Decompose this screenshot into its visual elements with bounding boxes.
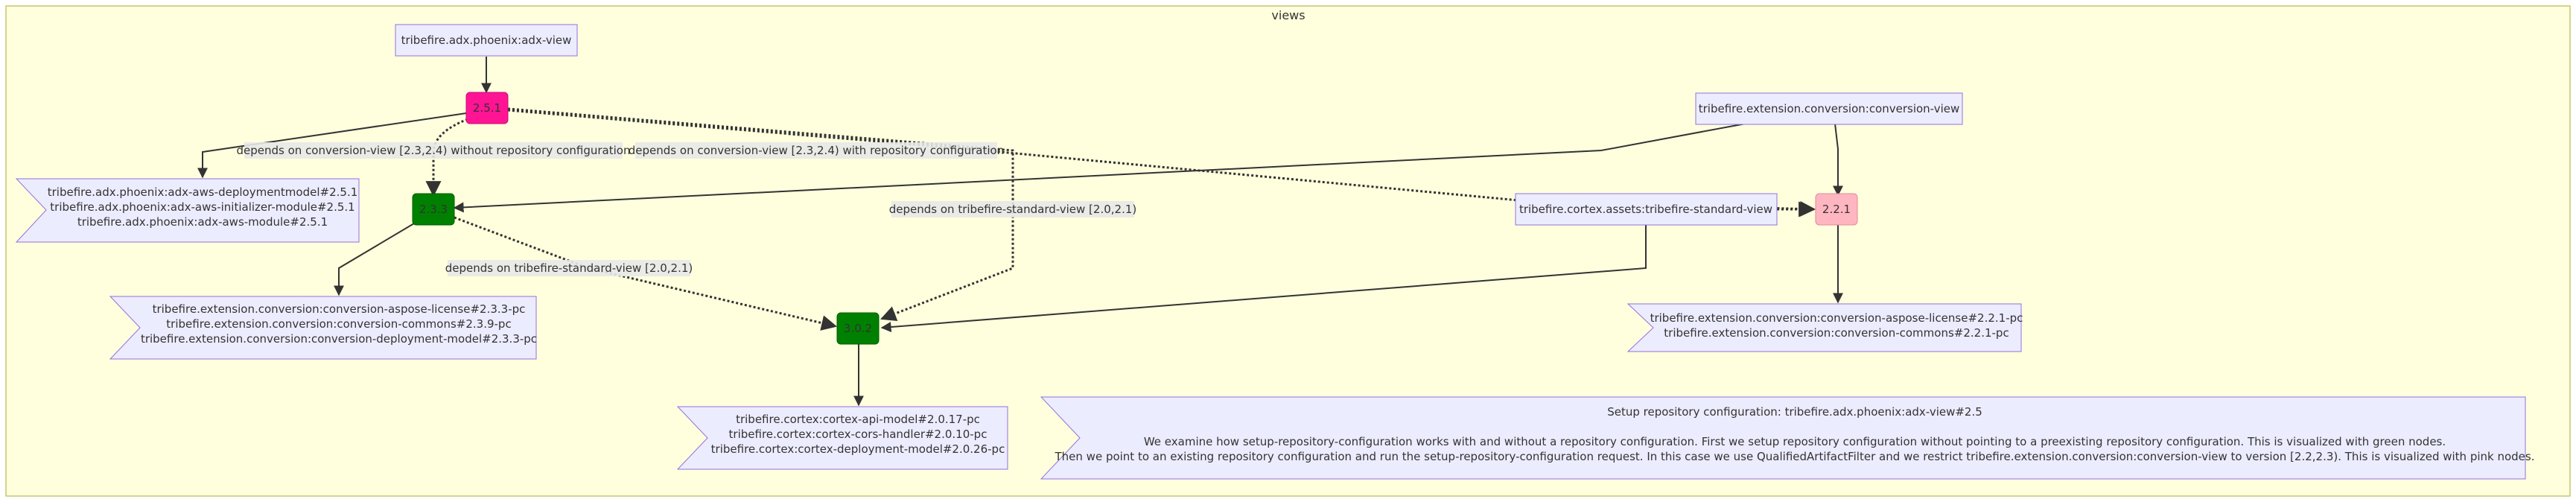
svg-text:tribefire.extension.conversion: tribefire.extension.conversion:conversio… <box>1650 311 2023 325</box>
svg-text:2.3.3: 2.3.3 <box>419 203 448 216</box>
flag-cortex-302: tribefire.cortex:cortex-api-model#2.0.17… <box>676 406 1008 470</box>
edge-label-without-repo: depends on conversion-view [2.3,2.4) wit… <box>237 144 631 157</box>
svg-text:tribefire.adx.phoenix:adx-aws-: tribefire.adx.phoenix:adx-aws-initialize… <box>50 200 354 214</box>
edge-label-with-repo: depends on conversion-view [2.3,2.4) wit… <box>629 144 1004 157</box>
node-version-251: 2.5.1 <box>465 92 509 124</box>
node-version-233: 2.3.3 <box>412 193 455 226</box>
edge-std-302 <box>880 225 1647 332</box>
svg-text:We examine how setup-repositor: We examine how setup-repository-configur… <box>1144 435 2446 448</box>
node-adx-view: tribefire.adx.phoenix:adx-view <box>395 24 578 57</box>
svg-text:tribefire.extension.conversion: tribefire.extension.conversion:conversio… <box>1699 102 1960 115</box>
flag-conversion-233: tribefire.extension.conversion:conversio… <box>109 296 537 360</box>
svg-text:tribefire.cortex:cortex-cors-h: tribefire.cortex:cortex-cors-handler#2.0… <box>729 428 988 441</box>
edge-label-std-b: depends on tribefire-standard-view [2.0,… <box>445 261 693 275</box>
svg-text:Then we point to an existing r: Then we point to an existing repository … <box>1055 450 2535 463</box>
svg-text:tribefire.extension.conversion: tribefire.extension.conversion:conversio… <box>153 302 526 316</box>
svg-text:2.2.1: 2.2.1 <box>1822 203 1851 216</box>
flag-adx-modules: tribefire.adx.phoenix:adx-aws-deployment… <box>15 178 360 243</box>
svg-text:tribefire.extension.conversion: tribefire.extension.conversion:conversio… <box>1664 326 2009 340</box>
flag-conversion-221: tribefire.extension.conversion:conversio… <box>1626 303 2023 352</box>
edge-233-conv233 <box>334 223 415 296</box>
svg-text:tribefire.adx.phoenix:adx-aws-: tribefire.adx.phoenix:adx-aws-module#2.5… <box>77 215 328 229</box>
flag-note: Setup repository configuration: tribefir… <box>1040 396 2535 480</box>
svg-text:tribefire.extension.conversion: tribefire.extension.conversion:conversio… <box>166 317 511 331</box>
svg-text:tribefire.adx.phoenix:adx-view: tribefire.adx.phoenix:adx-view <box>401 34 572 47</box>
edge-label-std-a: depends on tribefire-standard-view [2.0,… <box>889 203 1137 216</box>
edge-251-adxmodules <box>197 112 467 179</box>
cluster-title: views <box>1271 8 1305 22</box>
node-version-221: 2.2.1 <box>1815 193 1858 226</box>
node-conversion-view: tribefire.extension.conversion:conversio… <box>1695 92 1963 125</box>
svg-text:tribefire.cortex:cortex-deploy: tribefire.cortex:cortex-deployment-model… <box>711 442 1005 456</box>
svg-text:3.0.2: 3.0.2 <box>844 322 872 335</box>
node-version-302: 3.0.2 <box>836 312 880 345</box>
svg-text:2.5.1: 2.5.1 <box>473 101 501 115</box>
svg-text:tribefire.adx.phoenix:adx-aws-: tribefire.adx.phoenix:adx-aws-deployment… <box>48 185 358 199</box>
svg-text:tribefire.extension.conversion: tribefire.extension.conversion:conversio… <box>141 332 537 346</box>
node-standard-view: tribefire.cortex.assets:tribefire-standa… <box>1515 193 1778 226</box>
svg-text:tribefire.cortex.assets:tribef: tribefire.cortex.assets:tribefire-standa… <box>1519 203 1772 216</box>
edge-convview-233 <box>453 123 1746 213</box>
edge-251-302 <box>507 107 1014 321</box>
edge-convview-221 <box>1833 123 1843 197</box>
svg-text:tribefire.cortex:cortex-api-mo: tribefire.cortex:cortex-api-model#2.0.17… <box>736 413 980 426</box>
svg-text:Setup repository configuration: Setup repository configuration: tribefir… <box>1607 405 1982 419</box>
